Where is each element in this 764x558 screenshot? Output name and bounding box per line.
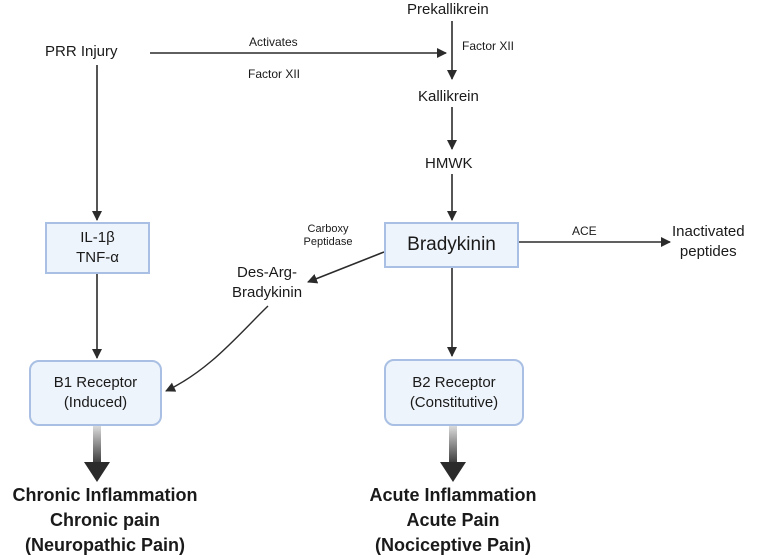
cytokine-box: IL-1β TNF-α [45,222,150,274]
acute-outcome: Acute Inflammation Acute Pain (Nocicepti… [348,483,558,558]
peptidase-text: Peptidase [303,236,353,248]
thick-arrow-right-shaft [449,425,457,467]
hmwk-label: HMWK [425,155,473,172]
prr-injury-label: PRR Injury [45,43,118,60]
b2-receptor-label: B2 Receptor [412,373,496,391]
b2-receptor-box: B2 Receptor (Constitutive) [384,359,524,426]
chronic-outcome: Chronic Inflammation Chronic pain (Neuro… [0,483,210,558]
acute-pain-text: Acute Pain [406,510,500,530]
factor-xii-left-label: Factor XII [248,67,301,81]
b1-induced-label: (Induced) [63,394,128,411]
peptides-text: peptides [679,243,737,260]
inactivated-peptides-label: Inactivated peptides [672,222,745,262]
il1b-label: IL-1β [80,229,115,246]
ace-label: ACE [572,224,597,238]
chronic-inflammation-text: Chronic Inflammation [12,485,198,505]
des-arg-text: Des-Arg- [237,264,298,281]
b2-constitutive-label: (Constitutive) [409,393,499,411]
acute-inflammation-text: Acute Inflammation [369,485,537,505]
b1-receptor-label: B1 Receptor [53,374,138,391]
nociceptive-pain-text: (Nociceptive Pain) [374,535,532,555]
thick-arrow-left-head [84,462,110,482]
thick-arrow-right-head [440,462,466,482]
kallikrein-label: Kallikrein [418,88,479,105]
b1-receptor-box: B1 Receptor (Induced) [29,360,162,426]
activates-label: Activates [249,35,298,49]
tnfa-label: TNF-α [76,249,119,266]
carboxy-peptidase-label: Carboxy Peptidase [298,223,358,249]
neuropathic-pain-text: (Neuropathic Pain) [24,535,185,555]
chronic-pain-text: Chronic pain [49,510,160,530]
bradykinin-label: Bradykinin [407,234,496,255]
thick-arrow-left-shaft [93,425,101,467]
bradykinin-box: Bradykinin [384,222,519,268]
arrow-bradykinin-to-desarg [307,251,385,284]
inactivated-text: Inactivated [672,223,745,240]
factor-xii-right-label: Factor XII [462,39,515,53]
des-arg-bradykinin-text: Bradykinin [232,284,303,301]
arrow-desarg-to-b1 [165,305,269,392]
prekallikrein-label: Prekallikrein [407,1,489,18]
des-arg-bradykinin-label: Des-Arg- Bradykinin [232,263,302,303]
carboxy-text: Carboxy [307,223,349,235]
